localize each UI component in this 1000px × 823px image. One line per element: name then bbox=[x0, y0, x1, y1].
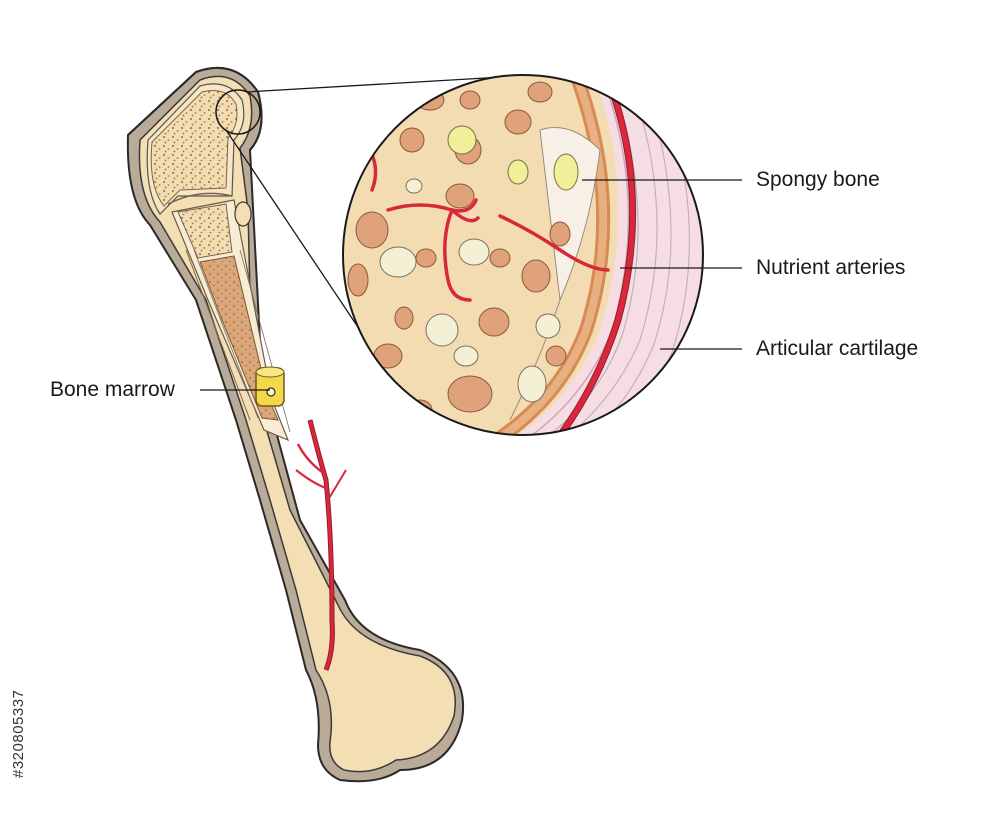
label-bone-marrow: Bone marrow bbox=[50, 378, 175, 401]
spongy-neck bbox=[177, 203, 233, 259]
label-articular-cartilage: Articular cartilage bbox=[756, 337, 919, 360]
stock-id-text: #320805337 bbox=[10, 689, 27, 778]
label-nutrient-arteries: Nutrient arteries bbox=[756, 256, 906, 279]
zoom-line-top bbox=[245, 75, 521, 93]
zoom-line-bottom bbox=[225, 129, 381, 361]
epiphyseal-line bbox=[167, 192, 233, 205]
label-spongy-bone: Spongy bone bbox=[756, 168, 880, 191]
bone-marrow-marker bbox=[255, 366, 285, 407]
zoom-origin-circle bbox=[215, 89, 261, 135]
shaft-nutrient-artery bbox=[295, 419, 347, 671]
magnified-spongy-view bbox=[342, 74, 704, 436]
stock-id-watermark: #320805337 bbox=[6, 580, 32, 780]
femur-bone bbox=[126, 67, 465, 783]
spongy-head bbox=[150, 90, 238, 207]
